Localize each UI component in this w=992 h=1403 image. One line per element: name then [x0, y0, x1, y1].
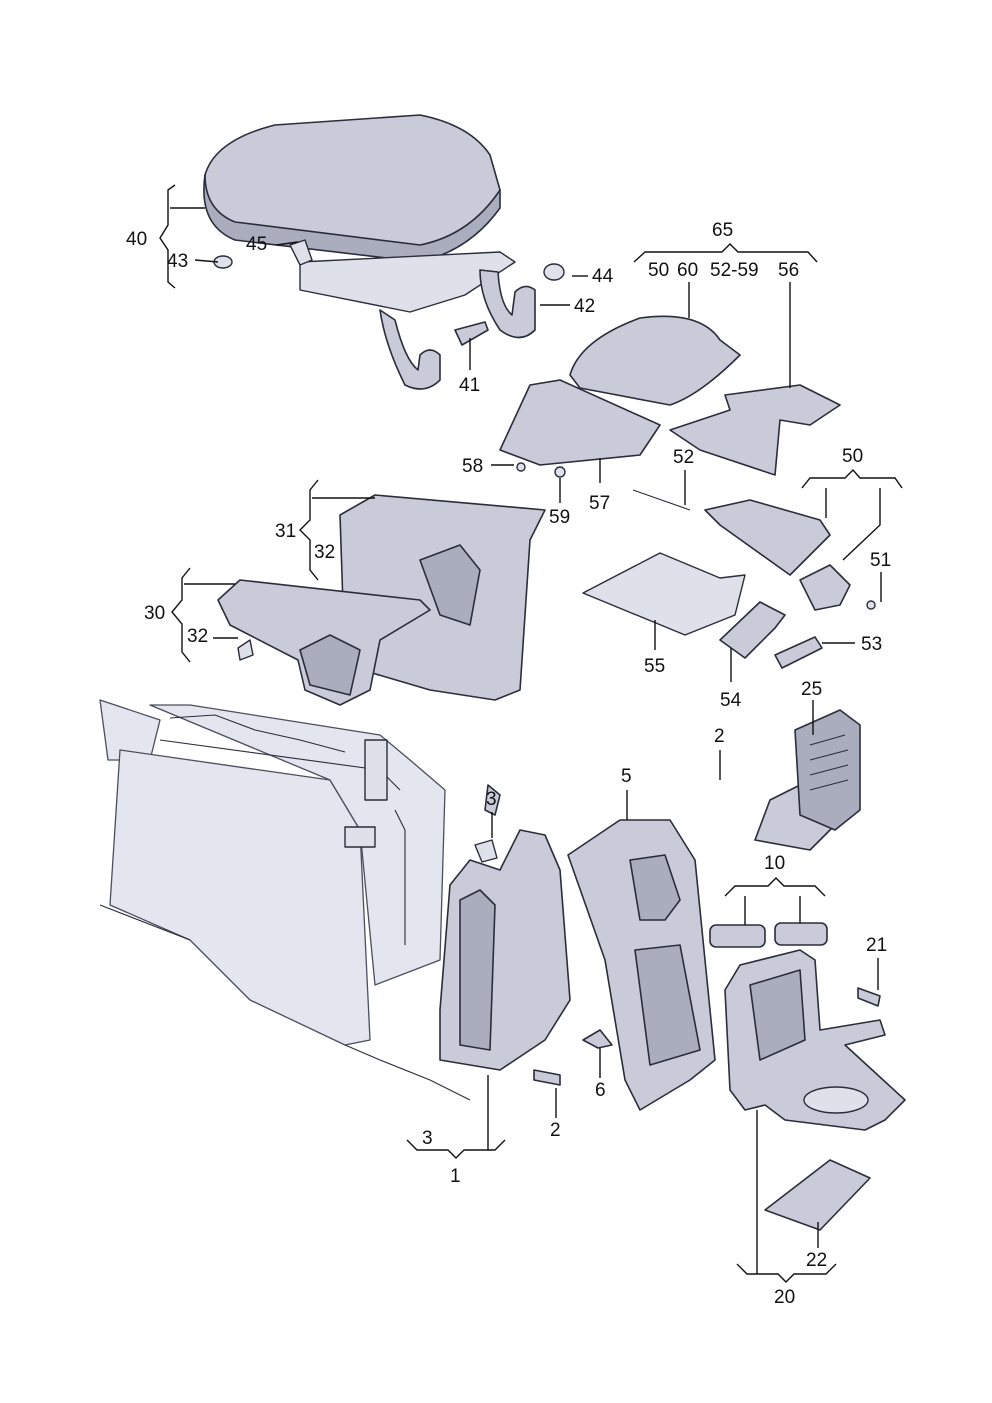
label-31: 31	[275, 521, 296, 542]
label-57: 57	[589, 493, 610, 514]
label-58: 58	[462, 456, 483, 477]
label-40: 40	[126, 229, 147, 250]
label-50: 50	[842, 446, 863, 467]
label-2-bottom: 2	[550, 1120, 561, 1141]
label-56: 56	[778, 260, 799, 281]
storage-bins	[217, 494, 546, 706]
label-60: 60	[677, 260, 698, 281]
label-25: 25	[801, 679, 822, 700]
label-43: 43	[167, 251, 188, 272]
label-53: 53	[861, 634, 882, 655]
label-10: 10	[764, 853, 785, 874]
vehicle-console-outline	[99, 699, 471, 1101]
label-20: 20	[774, 1287, 795, 1308]
label-3-bottom: 3	[422, 1128, 433, 1149]
part-number-labels: 40 43 45 44 42 41 65 50 60 52-59 56 58 5…	[126, 220, 891, 1308]
label-41: 41	[459, 375, 480, 396]
rear-panel	[567, 819, 716, 1111]
mounting-bracket	[439, 784, 613, 1086]
label-32-lower: 32	[187, 626, 208, 647]
label-42: 42	[574, 296, 595, 317]
label-22: 22	[806, 1250, 827, 1271]
label-2-top: 2	[714, 726, 725, 747]
storage-cover-parts	[499, 315, 876, 669]
air-vent	[754, 709, 861, 851]
label-44: 44	[592, 266, 614, 287]
leader-lines	[159, 184, 903, 1283]
label-21: 21	[866, 935, 887, 956]
label-52: 52	[673, 447, 694, 468]
label-55: 55	[644, 656, 665, 677]
label-32-upper: 32	[314, 542, 335, 563]
label-51: 51	[870, 550, 891, 571]
label-45: 45	[246, 234, 267, 255]
cup-holder-unit	[724, 949, 906, 1231]
label-5: 5	[621, 766, 632, 787]
armrest-lid	[203, 114, 565, 390]
label-52-59: 52-59	[710, 260, 759, 281]
label-30: 30	[144, 603, 165, 624]
label-59: 59	[549, 507, 570, 528]
plug-pair	[709, 922, 828, 948]
label-3-top: 3	[486, 789, 497, 810]
label-65: 65	[712, 220, 733, 241]
label-54: 54	[720, 690, 742, 711]
label-1: 1	[450, 1166, 461, 1187]
label-50-top: 50	[648, 260, 669, 281]
label-6: 6	[595, 1080, 606, 1101]
